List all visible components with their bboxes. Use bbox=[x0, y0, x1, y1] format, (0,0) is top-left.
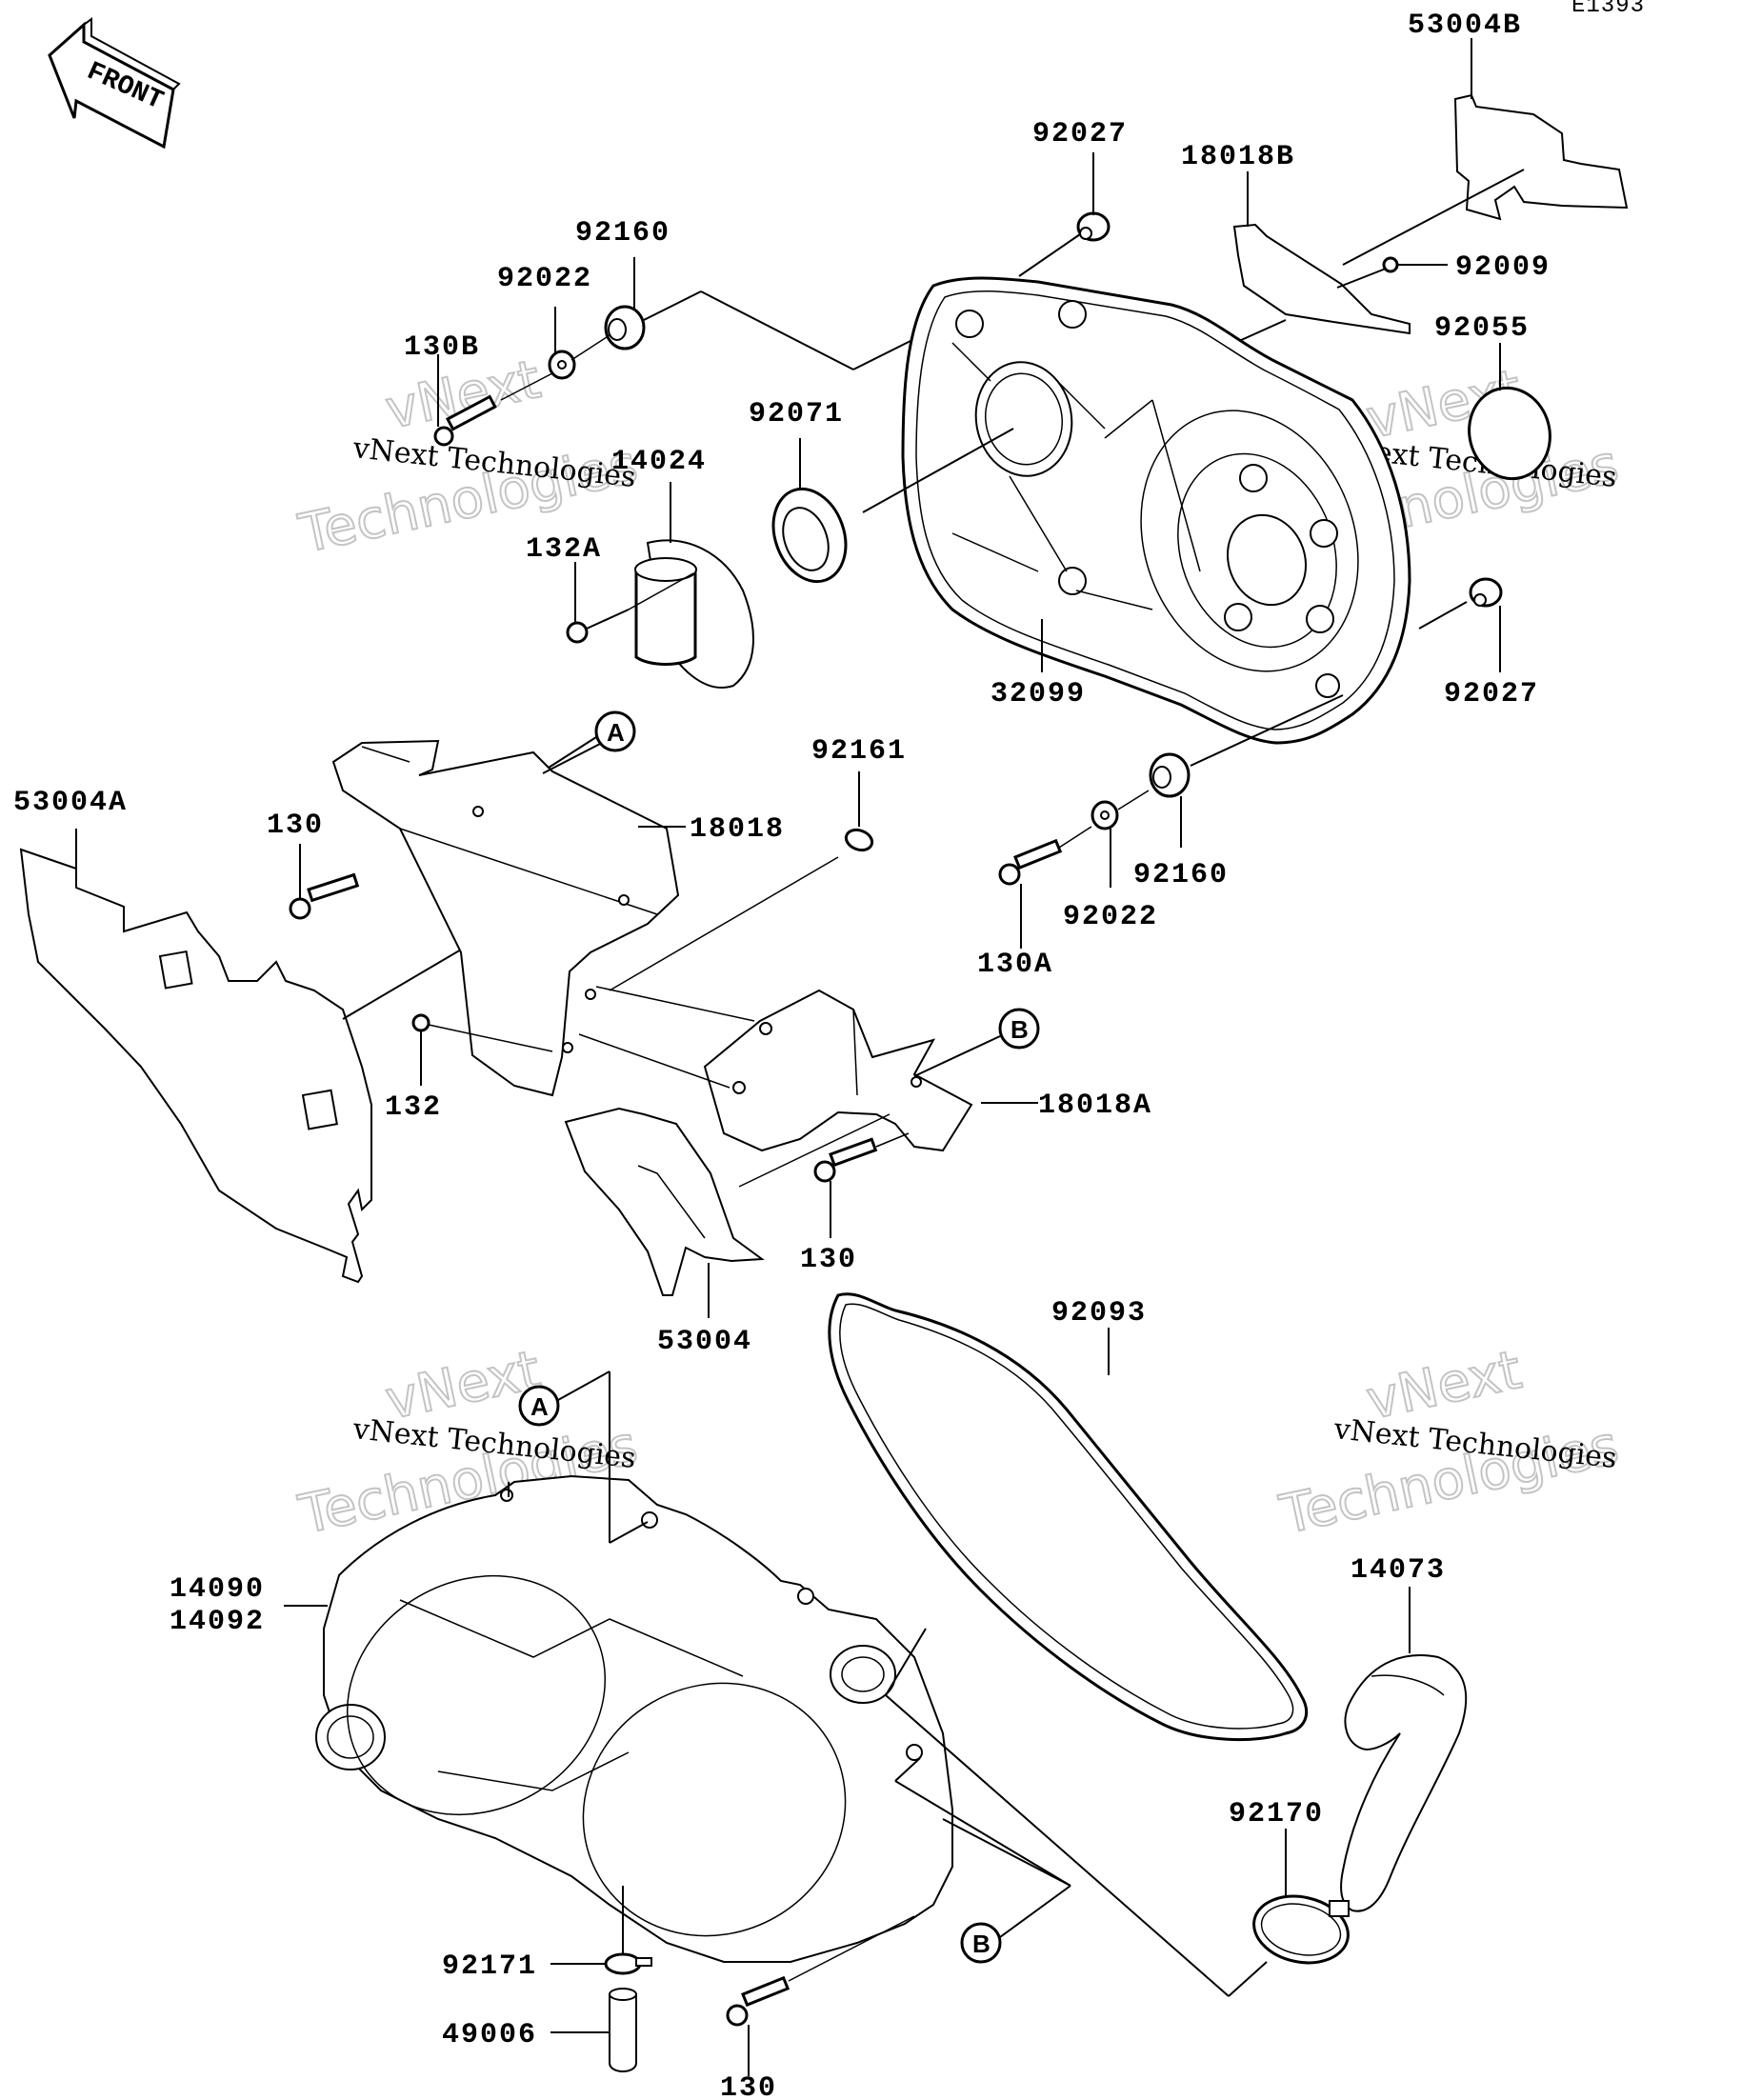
part-label-92171: 92171 bbox=[442, 1950, 537, 1983]
part-53004B-shape bbox=[1453, 93, 1629, 221]
part-53004-shape bbox=[564, 1107, 765, 1296]
part-92160-top-shape bbox=[604, 305, 646, 350]
part-label-14024: 14024 bbox=[611, 446, 707, 478]
part-label-92170: 92170 bbox=[1229, 1798, 1324, 1830]
part-label-130-left: 130 bbox=[267, 810, 324, 842]
part-92009-shape bbox=[1382, 256, 1399, 273]
part-132A-shape bbox=[566, 609, 630, 644]
part-label-14092: 14092 bbox=[170, 1606, 265, 1638]
part-label-130-bottom: 130 bbox=[720, 2072, 777, 2100]
part-label-130A: 130A bbox=[977, 949, 1053, 981]
part-92027-top-shape bbox=[1076, 211, 1111, 242]
part-label-53004: 53004 bbox=[657, 1326, 752, 1358]
reference-b-marker: B bbox=[998, 1008, 1040, 1050]
part-label-92027-right: 92027 bbox=[1444, 678, 1539, 710]
part-130-bottom-shape bbox=[726, 1975, 790, 2027]
part-92022-mid-shape bbox=[1091, 800, 1119, 830]
part-14090-housing-shape bbox=[315, 1474, 953, 1963]
reference-b-label-bottom: B bbox=[972, 1930, 991, 1958]
part-130A-shape bbox=[998, 838, 1063, 886]
part-label-92093: 92093 bbox=[1051, 1297, 1147, 1330]
part-label-130-mid: 130 bbox=[800, 1244, 857, 1276]
part-label-14073: 14073 bbox=[1351, 1554, 1446, 1587]
part-92055-shape bbox=[1468, 386, 1551, 481]
part-label-92027-top: 92027 bbox=[1032, 118, 1128, 150]
part-label-32099: 32099 bbox=[991, 678, 1086, 710]
part-53004A-shape bbox=[19, 848, 372, 1284]
part-label-92161: 92161 bbox=[811, 735, 907, 768]
part-label-49006: 49006 bbox=[442, 2019, 537, 2051]
part-label-53004B: 53004B bbox=[1408, 10, 1522, 42]
part-label-18018A: 18018A bbox=[1038, 1090, 1152, 1122]
part-label-92055: 92055 bbox=[1434, 312, 1530, 345]
part-label-92009: 92009 bbox=[1455, 251, 1551, 284]
part-18018B-shape bbox=[1232, 223, 1411, 335]
part-92093-gasket-shape bbox=[828, 1292, 1308, 1742]
part-130B-shape bbox=[433, 394, 497, 447]
part-14073-duct-shape bbox=[1340, 1654, 1468, 1912]
part-label-132: 132 bbox=[385, 1091, 442, 1124]
part-130-mid-shape bbox=[813, 1137, 878, 1183]
part-label-92160-top: 92160 bbox=[575, 217, 670, 250]
watermark-bottom-right: vNext Technologies vNext Technologies bbox=[1273, 1338, 1624, 1548]
part-92171-clip-shape bbox=[604, 1952, 652, 1975]
part-132-shape bbox=[411, 1013, 430, 1032]
reference-a-marker: A bbox=[594, 710, 636, 752]
part-18018-shape bbox=[331, 739, 680, 1097]
part-label-18018: 18018 bbox=[690, 813, 785, 846]
part-label-92160-mid: 92160 bbox=[1133, 859, 1229, 891]
diagram-code: E1393 bbox=[1571, 0, 1645, 19]
reference-a-label: A bbox=[607, 718, 625, 747]
part-18018A-shape bbox=[703, 989, 973, 1152]
part-label-92022-mid: 92022 bbox=[1063, 901, 1158, 933]
part-label-14090: 14090 bbox=[170, 1573, 265, 1606]
reference-b-marker-bottom: B bbox=[960, 1922, 1002, 1964]
part-label-92071: 92071 bbox=[749, 398, 844, 430]
reference-a-label-bottom: A bbox=[530, 1392, 549, 1421]
part-92160-mid-shape bbox=[1149, 752, 1191, 798]
part-14024-cap-shape bbox=[634, 539, 754, 689]
part-130-left-shape bbox=[289, 872, 360, 920]
part-32099-cover-shape bbox=[901, 276, 1411, 745]
part-label-53004A: 53004A bbox=[13, 787, 128, 819]
front-arrow-icon: FRONT bbox=[48, 17, 181, 150]
part-92161-shape bbox=[844, 828, 874, 852]
part-label-132A: 132A bbox=[526, 533, 602, 566]
part-92027-right-shape bbox=[1469, 577, 1503, 608]
reference-a-marker-bottom: A bbox=[518, 1385, 560, 1427]
part-92170-clamp-shape bbox=[1252, 1894, 1350, 1965]
part-label-130B: 130B bbox=[404, 331, 480, 364]
reference-b-label: B bbox=[1011, 1015, 1029, 1044]
part-92071-seal-shape bbox=[771, 487, 848, 584]
part-label-18018B: 18018B bbox=[1181, 141, 1295, 173]
part-label-92022-top: 92022 bbox=[497, 263, 592, 295]
part-49006-tube-shape bbox=[609, 1988, 637, 2072]
part-92022-top-shape bbox=[548, 350, 576, 380]
